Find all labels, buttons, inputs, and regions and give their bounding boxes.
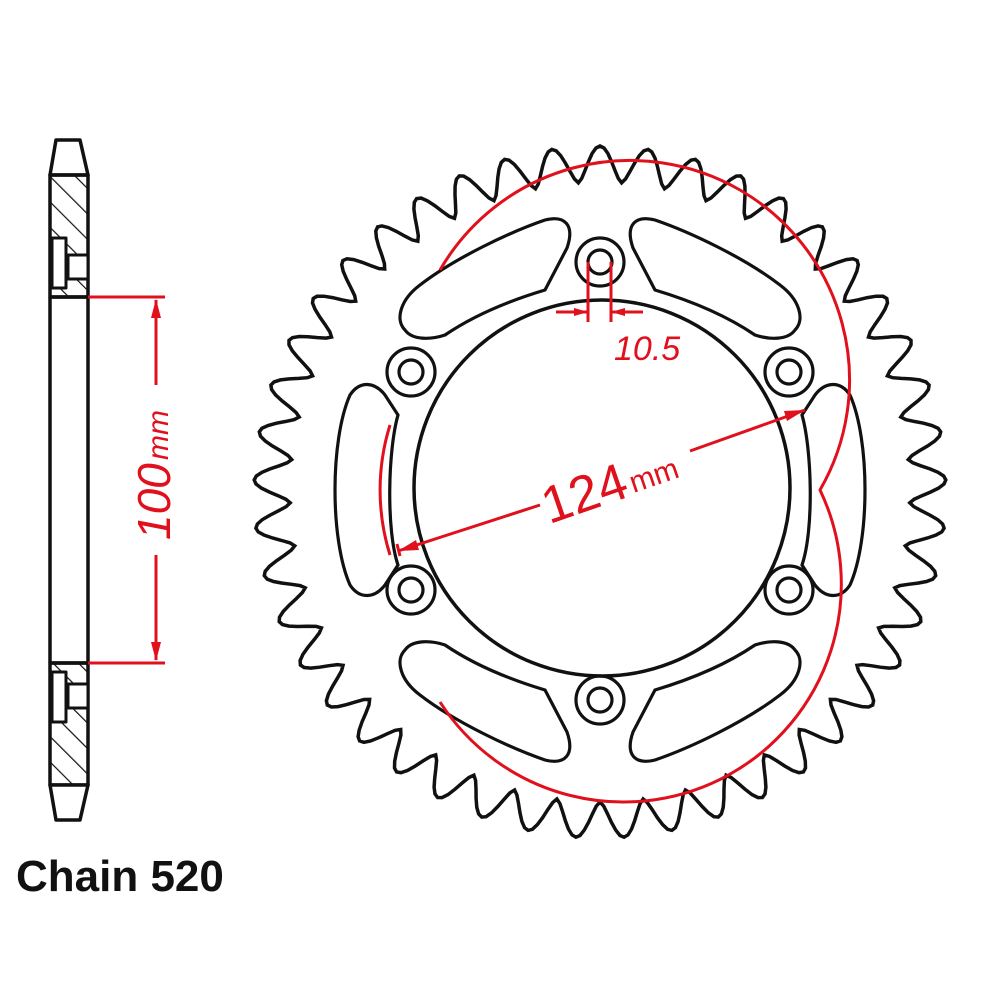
lightening-slots (333, 217, 867, 763)
side-profile-view (48, 138, 90, 822)
bolt-hole-dimension-label: 10.5 (614, 330, 680, 368)
chain-size-caption: Chain 520 (16, 852, 224, 901)
pcd-unit-label: mm (625, 452, 683, 499)
pcd-value-label: 124 (534, 453, 635, 536)
pcd-dimension (378, 158, 852, 804)
bore-value-label: 100 (128, 463, 180, 540)
bore-unit-label: mm (142, 410, 175, 460)
bore-dimension (88, 295, 165, 665)
